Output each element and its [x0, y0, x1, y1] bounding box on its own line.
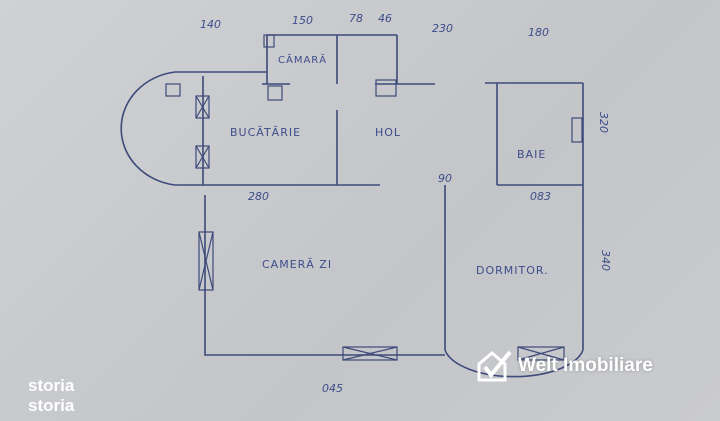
house-check-icon — [477, 350, 512, 382]
dim-78: 78 — [349, 12, 363, 25]
room-camera-zi: CAMERĂ ZI — [262, 258, 332, 271]
dim-46: 46 — [378, 12, 392, 25]
dim-180: 180 — [528, 26, 549, 39]
dim-320: 320 — [597, 112, 610, 133]
walls — [120, 34, 584, 378]
dim-bath-180: 083 — [530, 190, 551, 203]
agency-name: Welt Imobiliare — [518, 355, 653, 376]
dim-340: 340 — [599, 250, 612, 271]
dim-150: 150 — [292, 14, 313, 27]
welt-imobiliare-watermark: Welt Imobiliare — [476, 350, 653, 382]
room-bucatarie: BUCĂTĂRIE — [230, 126, 301, 139]
dim-140: 140 — [200, 18, 221, 31]
room-baie: BAIE — [517, 148, 546, 161]
dim-230: 230 — [432, 22, 453, 35]
storia-watermark-duplicate: storia — [28, 396, 75, 415]
room-labels: CĂMARĂ BUCĂTĂRIE HOL BAIE CAMERĂ ZI DORM… — [230, 53, 549, 277]
windows — [165, 34, 583, 361]
dim-90: 90 — [438, 172, 452, 185]
dim-540: 045 — [322, 382, 343, 395]
dimension-labels: 140 150 78 46 230 180 280 90 083 320 340… — [200, 12, 612, 395]
dim-280: 280 — [248, 190, 269, 203]
room-hol: HOL — [375, 126, 401, 139]
storia-watermark: storia — [28, 376, 75, 395]
room-dormitor: DORMITOR. — [476, 264, 549, 277]
room-camara: CĂMARĂ — [278, 53, 327, 66]
